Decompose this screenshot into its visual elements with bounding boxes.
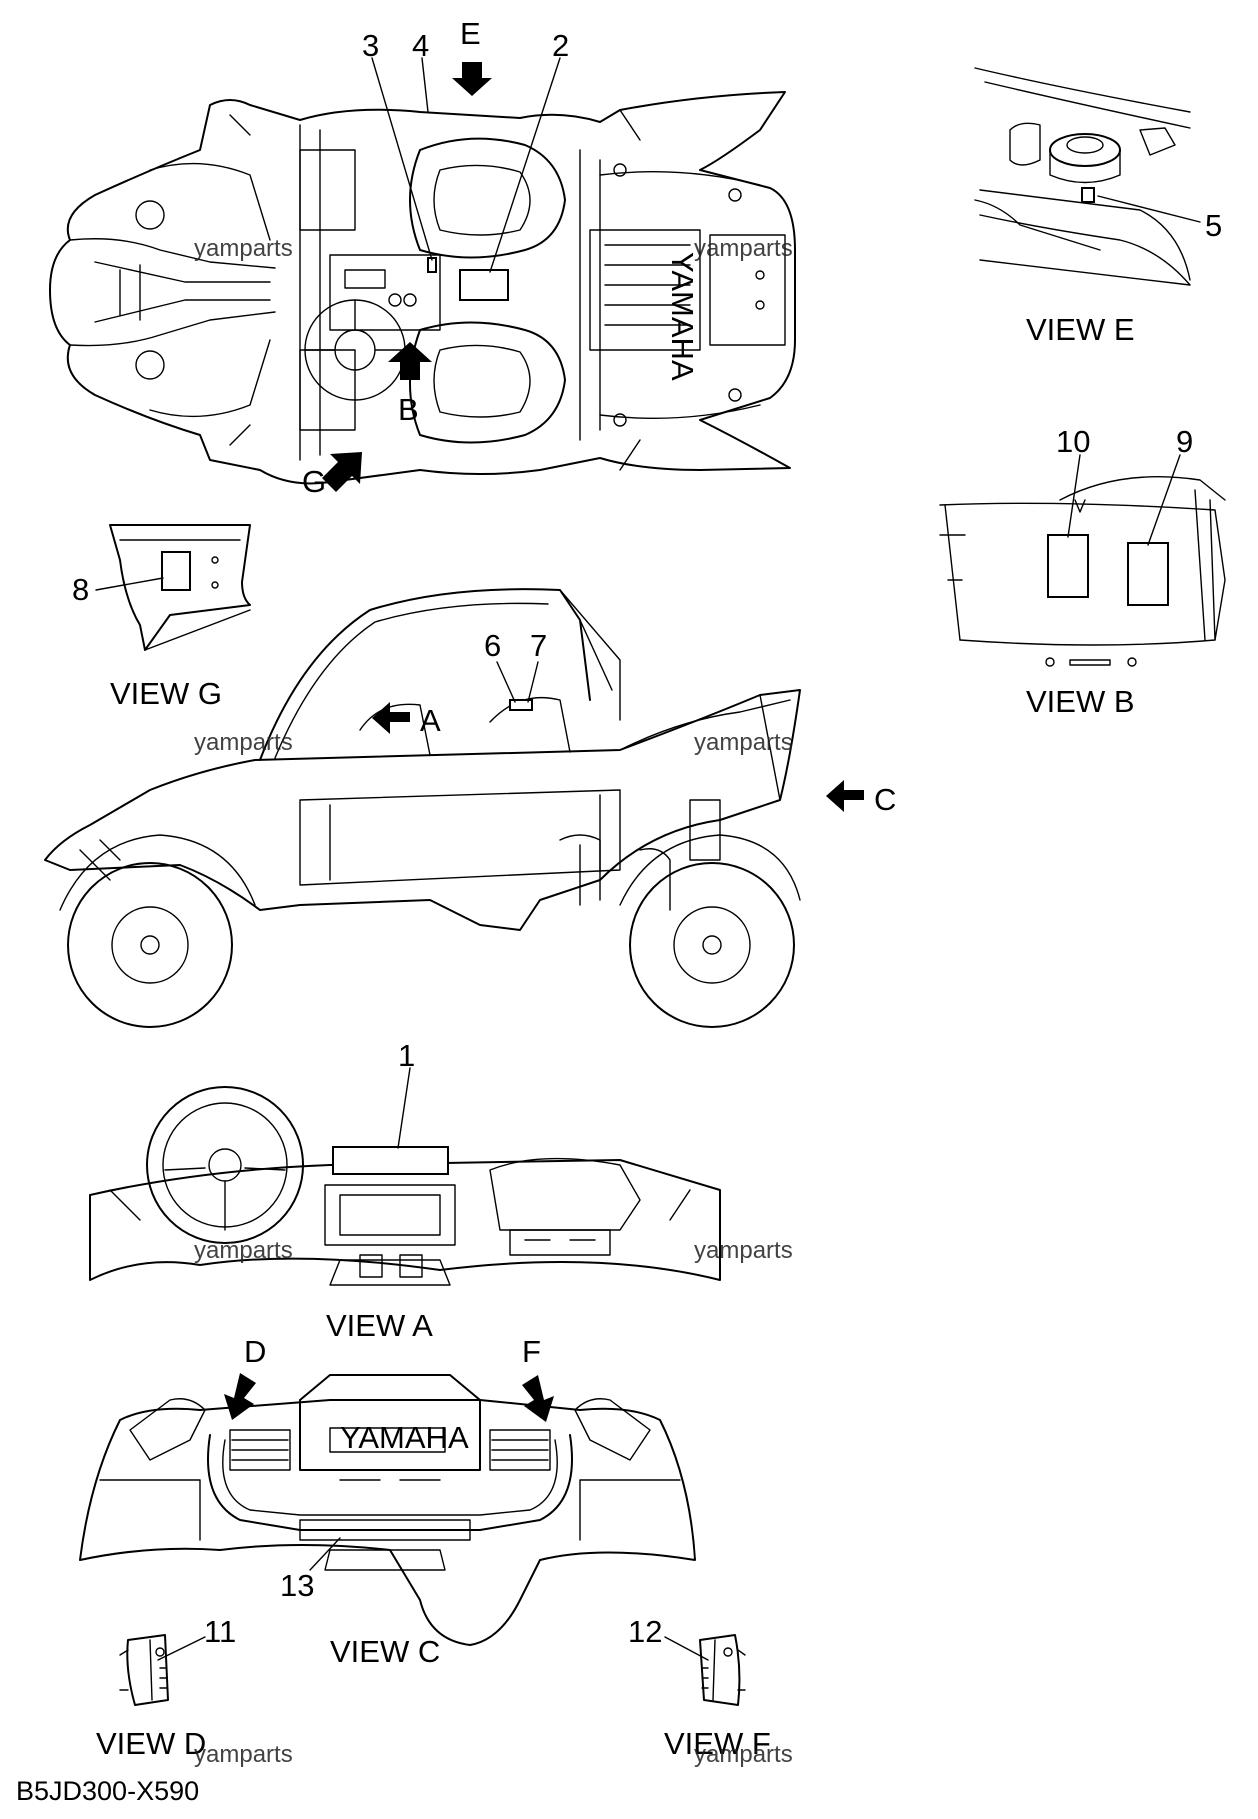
view-letter-b: B [398,392,419,427]
callout-13: 13 [280,1537,341,1603]
top-view-vehicle: YAMAHA [49,91,796,485]
svg-text:2: 2 [552,28,569,63]
callout-8: 8 [72,572,164,607]
view-title-c: VIEW C [330,1634,440,1669]
front-wheel [67,862,233,1028]
view-title-f: VIEW F [664,1726,771,1761]
svg-text:9: 9 [1176,424,1193,459]
view-title-g: VIEW G [110,676,222,711]
watermark: yamparts [694,1741,793,1768]
view-title-e: VIEW E [1026,312,1135,347]
view-b-drawing [939,476,1226,667]
callout-10: 10 [1056,424,1090,538]
callout-4: 4 [412,28,429,113]
label-2-marker [459,269,509,301]
svg-text:11: 11 [204,1614,236,1649]
view-letter-e: E [460,16,481,51]
callout-12: 12 [628,1614,709,1661]
arrow-e: E [452,16,492,96]
svg-text:7: 7 [530,628,547,663]
arrow-b: B [388,342,432,427]
view-a-drawing [89,1086,721,1286]
view-g-drawing [109,524,251,651]
arrow-d: D [224,1334,266,1420]
label-6-7-marker [509,699,533,711]
view-title-d: VIEW D [96,1726,206,1761]
view-f-drawing [699,1634,746,1706]
hood-badge [329,1427,446,1453]
svg-text:8: 8 [72,572,89,607]
view-title-a: VIEW A [326,1308,433,1343]
hood-brand-text: YAMAHA [340,1420,469,1455]
label-1-marker [332,1146,449,1175]
view-d-drawing [119,1634,169,1706]
callout-3: 3 [362,28,433,261]
callout-5: 5 [1097,195,1222,243]
bed-brand-text: YAMAHA [665,252,700,381]
watermark: yamparts [694,235,793,262]
view-letter-d: D [244,1334,266,1369]
callout-2: 2 [489,28,569,273]
svg-text:3: 3 [362,28,379,63]
svg-text:5: 5 [1205,208,1222,243]
view-letter-c: C [874,782,896,817]
view-letter-f: F [522,1334,541,1369]
watermark: yamparts [194,729,293,756]
arrow-f: F [522,1334,554,1422]
watermark: yamparts [194,1741,293,1768]
view-e-drawing [974,67,1191,286]
callout-1: 1 [397,1038,415,1149]
label-8-marker [161,551,191,591]
view-title-b: VIEW B [1026,684,1135,719]
watermark: yamparts [194,235,293,262]
arrow-a: A [372,702,441,738]
label-9-marker [1127,542,1169,606]
svg-text:13: 13 [280,1568,314,1603]
watermark: yamparts [194,1237,293,1264]
label-5-marker [1081,187,1095,203]
side-view-vehicle [44,588,801,1028]
label-10-marker [1047,534,1089,598]
svg-text:10: 10 [1056,424,1090,459]
callout-9: 9 [1147,424,1193,546]
view-letter-a: A [420,703,441,738]
svg-text:4: 4 [412,28,429,63]
callout-6: 6 [484,628,516,703]
svg-text:12: 12 [628,1614,662,1649]
watermark: yamparts [694,1237,793,1264]
view-c-drawing: YAMAHA [79,1374,696,1646]
part-code: B5JD300-X590 [16,1776,199,1806]
callout-11: 11 [157,1614,236,1661]
callout-7: 7 [527,628,547,703]
arrow-c: C [826,780,896,817]
svg-text:1: 1 [398,1038,415,1073]
watermark: yamparts [694,729,793,756]
rear-wheel [629,862,795,1028]
svg-text:6: 6 [484,628,501,663]
view-letter-g: G [302,464,326,499]
steering-wheel [146,1086,304,1244]
arrow-g: G [302,452,362,499]
